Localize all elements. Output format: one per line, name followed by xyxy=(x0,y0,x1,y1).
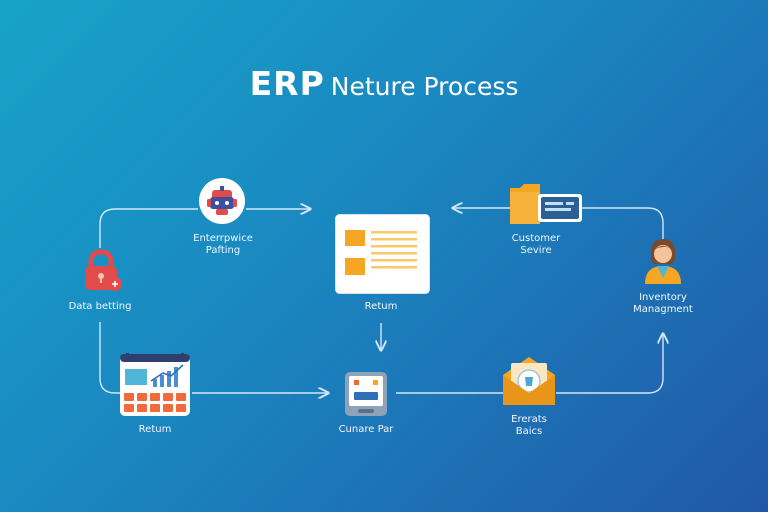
document-icon xyxy=(335,214,430,294)
document-label: Retum xyxy=(364,301,398,312)
title-rest: Neture Process xyxy=(330,72,519,101)
connector-inventory-to-customer xyxy=(582,207,664,242)
inventory-label: Inventory Managment xyxy=(633,292,693,315)
connector-envelope-to-inventory xyxy=(556,334,663,394)
device-icon xyxy=(345,372,387,416)
data-label: Data betting xyxy=(68,301,132,312)
title-strong: ERP xyxy=(249,64,325,103)
folder-card-icon xyxy=(510,184,582,224)
connector-data-to-calendar xyxy=(99,322,122,394)
connector-data-to-enterprise xyxy=(99,208,198,248)
enterprise-label: Enterrpwice Pafting xyxy=(193,233,253,256)
calendar-chart-icon xyxy=(120,353,190,416)
customer-label: Customer Sevire xyxy=(511,233,561,256)
person-icon xyxy=(645,239,681,284)
envelope-icon xyxy=(503,357,555,405)
robot-icon xyxy=(199,178,245,224)
calendar-label: Retum xyxy=(138,424,172,435)
device-label: Cunare Par xyxy=(338,424,394,435)
lock-icon xyxy=(85,249,122,291)
envelope-label: Ererats Baics xyxy=(511,414,547,437)
